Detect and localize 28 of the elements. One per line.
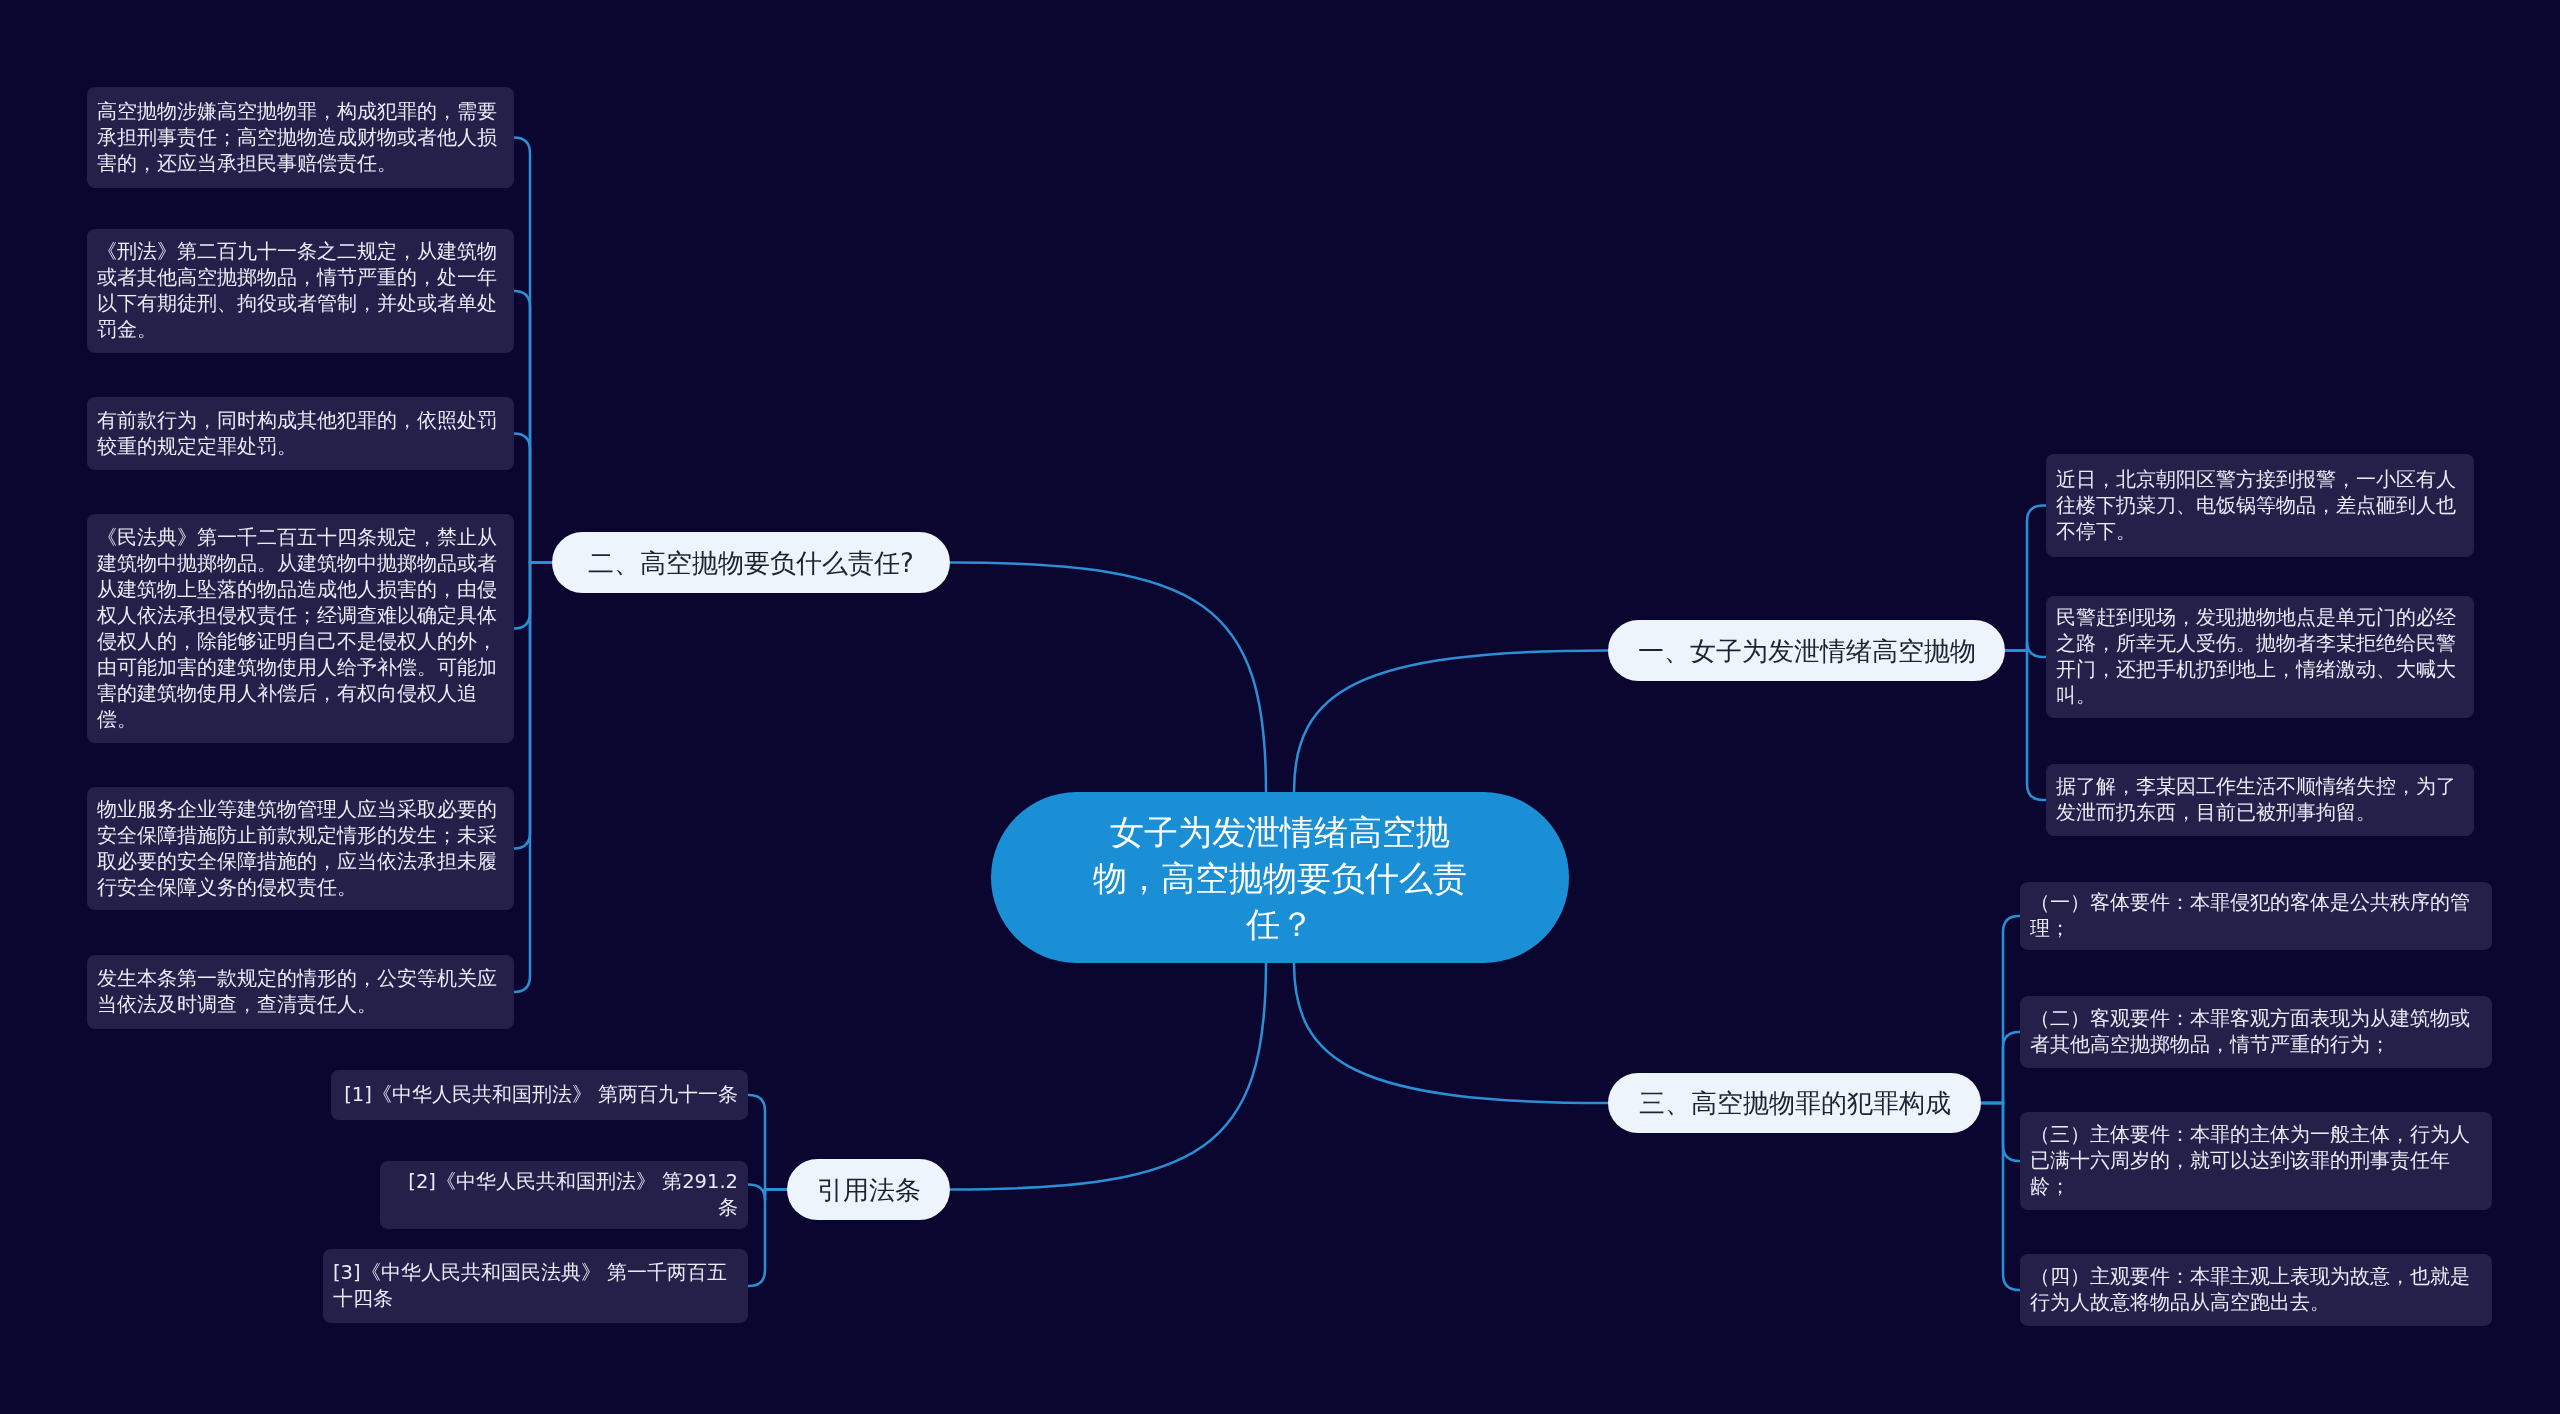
note-card: 有前款行为，同时构成其他犯罪的，依照处罚较重的规定定罪处罚。: [87, 397, 514, 470]
note-card: （一）客体要件：本罪侵犯的客体是公共秩序的管理；: [2020, 882, 2492, 950]
topic-pill: 引用法条: [787, 1159, 950, 1220]
connector-line: [950, 962, 1268, 1191]
connector-line: [747, 1188, 787, 1288]
connector-line: [1981, 1101, 2021, 1292]
connector-line: [1292, 962, 1608, 1105]
note-card: 高空抛物涉嫌高空抛物罪，构成犯罪的，需要承担刑事责任；高空抛物造成财物或者他人损害的，还应当承担民事赔偿责任。: [87, 87, 514, 188]
note-card: 近日，北京朝阳区警方接到报警，一小区有人往楼下扔菜刀、电饭锅等物品，差点砸到人也不停下。: [2046, 454, 2474, 557]
connector-line: [1292, 649, 1608, 793]
note-card: （四）主观要件：本罪主观上表现为故意，也就是行为人故意将物品从高空跑出去。: [2020, 1254, 2492, 1326]
connector-line: [512, 561, 552, 994]
note-card: （三）主体要件：本罪的主体为一般主体，行为人已满十六周岁的，就可以达到该罪的刑事责任年龄；: [2020, 1112, 2492, 1210]
note-card: 民警赶到现场，发现抛物地点是单元门的必经之路，所幸无人受伤。抛物者李某拒绝给民警开门，还把手机扔到地上，情绪激动、大喊大叫。: [2046, 596, 2474, 718]
note-card: [2]《中华人民共和国刑法》 第291.2条: [380, 1161, 748, 1229]
note-card: [3]《中华人民共和国民法典》 第一千两百五十四条: [323, 1249, 748, 1323]
note-card: 发生本条第一款规定的情形的，公安等机关应当依法及时调查，查清责任人。: [87, 955, 514, 1029]
note-card: 据了解，李某因工作生活不顺情绪失控，为了发泄而扔东西，目前已被刑事拘留。: [2046, 764, 2474, 836]
central-topic: 女子为发泄情绪高空抛物，高空抛物要负什么责任？: [991, 792, 1569, 963]
topic-pill: 一、女子为发泄情绪高空抛物: [1608, 620, 2005, 681]
connector-line: [950, 561, 1268, 793]
topic-pill: 三、高空抛物罪的犯罪构成: [1608, 1073, 1981, 1133]
note-card: （二）客观要件：本罪客观方面表现为从建筑物或者其他高空抛掷物品，情节严重的行为；: [2020, 996, 2492, 1068]
note-card: 《刑法》第二百九十一条之二规定，从建筑物或者其他高空抛掷物品，情节严重的，处一年以下有期徒刑、拘役或者管制，并处或者单处罚金。: [87, 229, 514, 353]
note-card: 《民法典》第一千二百五十四条规定，禁止从建筑物中抛掷物品。从建筑物中抛掷物品或者从建筑物上坠落的物品造成他人损害的，由侵权人依法承担侵权责任；经调查难以确定具体侵权人的，除能够证明自己不是侵权人的外，由可能加害的建筑物使用人给予补偿。可能加害的建筑物使用人补偿后，有权向侵权人追偿。: [87, 514, 514, 743]
topic-pill: 二、高空抛物要负什么责任?: [552, 532, 950, 593]
note-card: [1]《中华人民共和国刑法》 第两百九十一条: [331, 1070, 748, 1120]
note-card: 物业服务企业等建筑物管理人应当采取必要的安全保障措施防止前款规定情形的发生；未采取必要的安全保障措施的，应当依法承担未履行安全保障义务的侵权责任。: [87, 787, 514, 910]
